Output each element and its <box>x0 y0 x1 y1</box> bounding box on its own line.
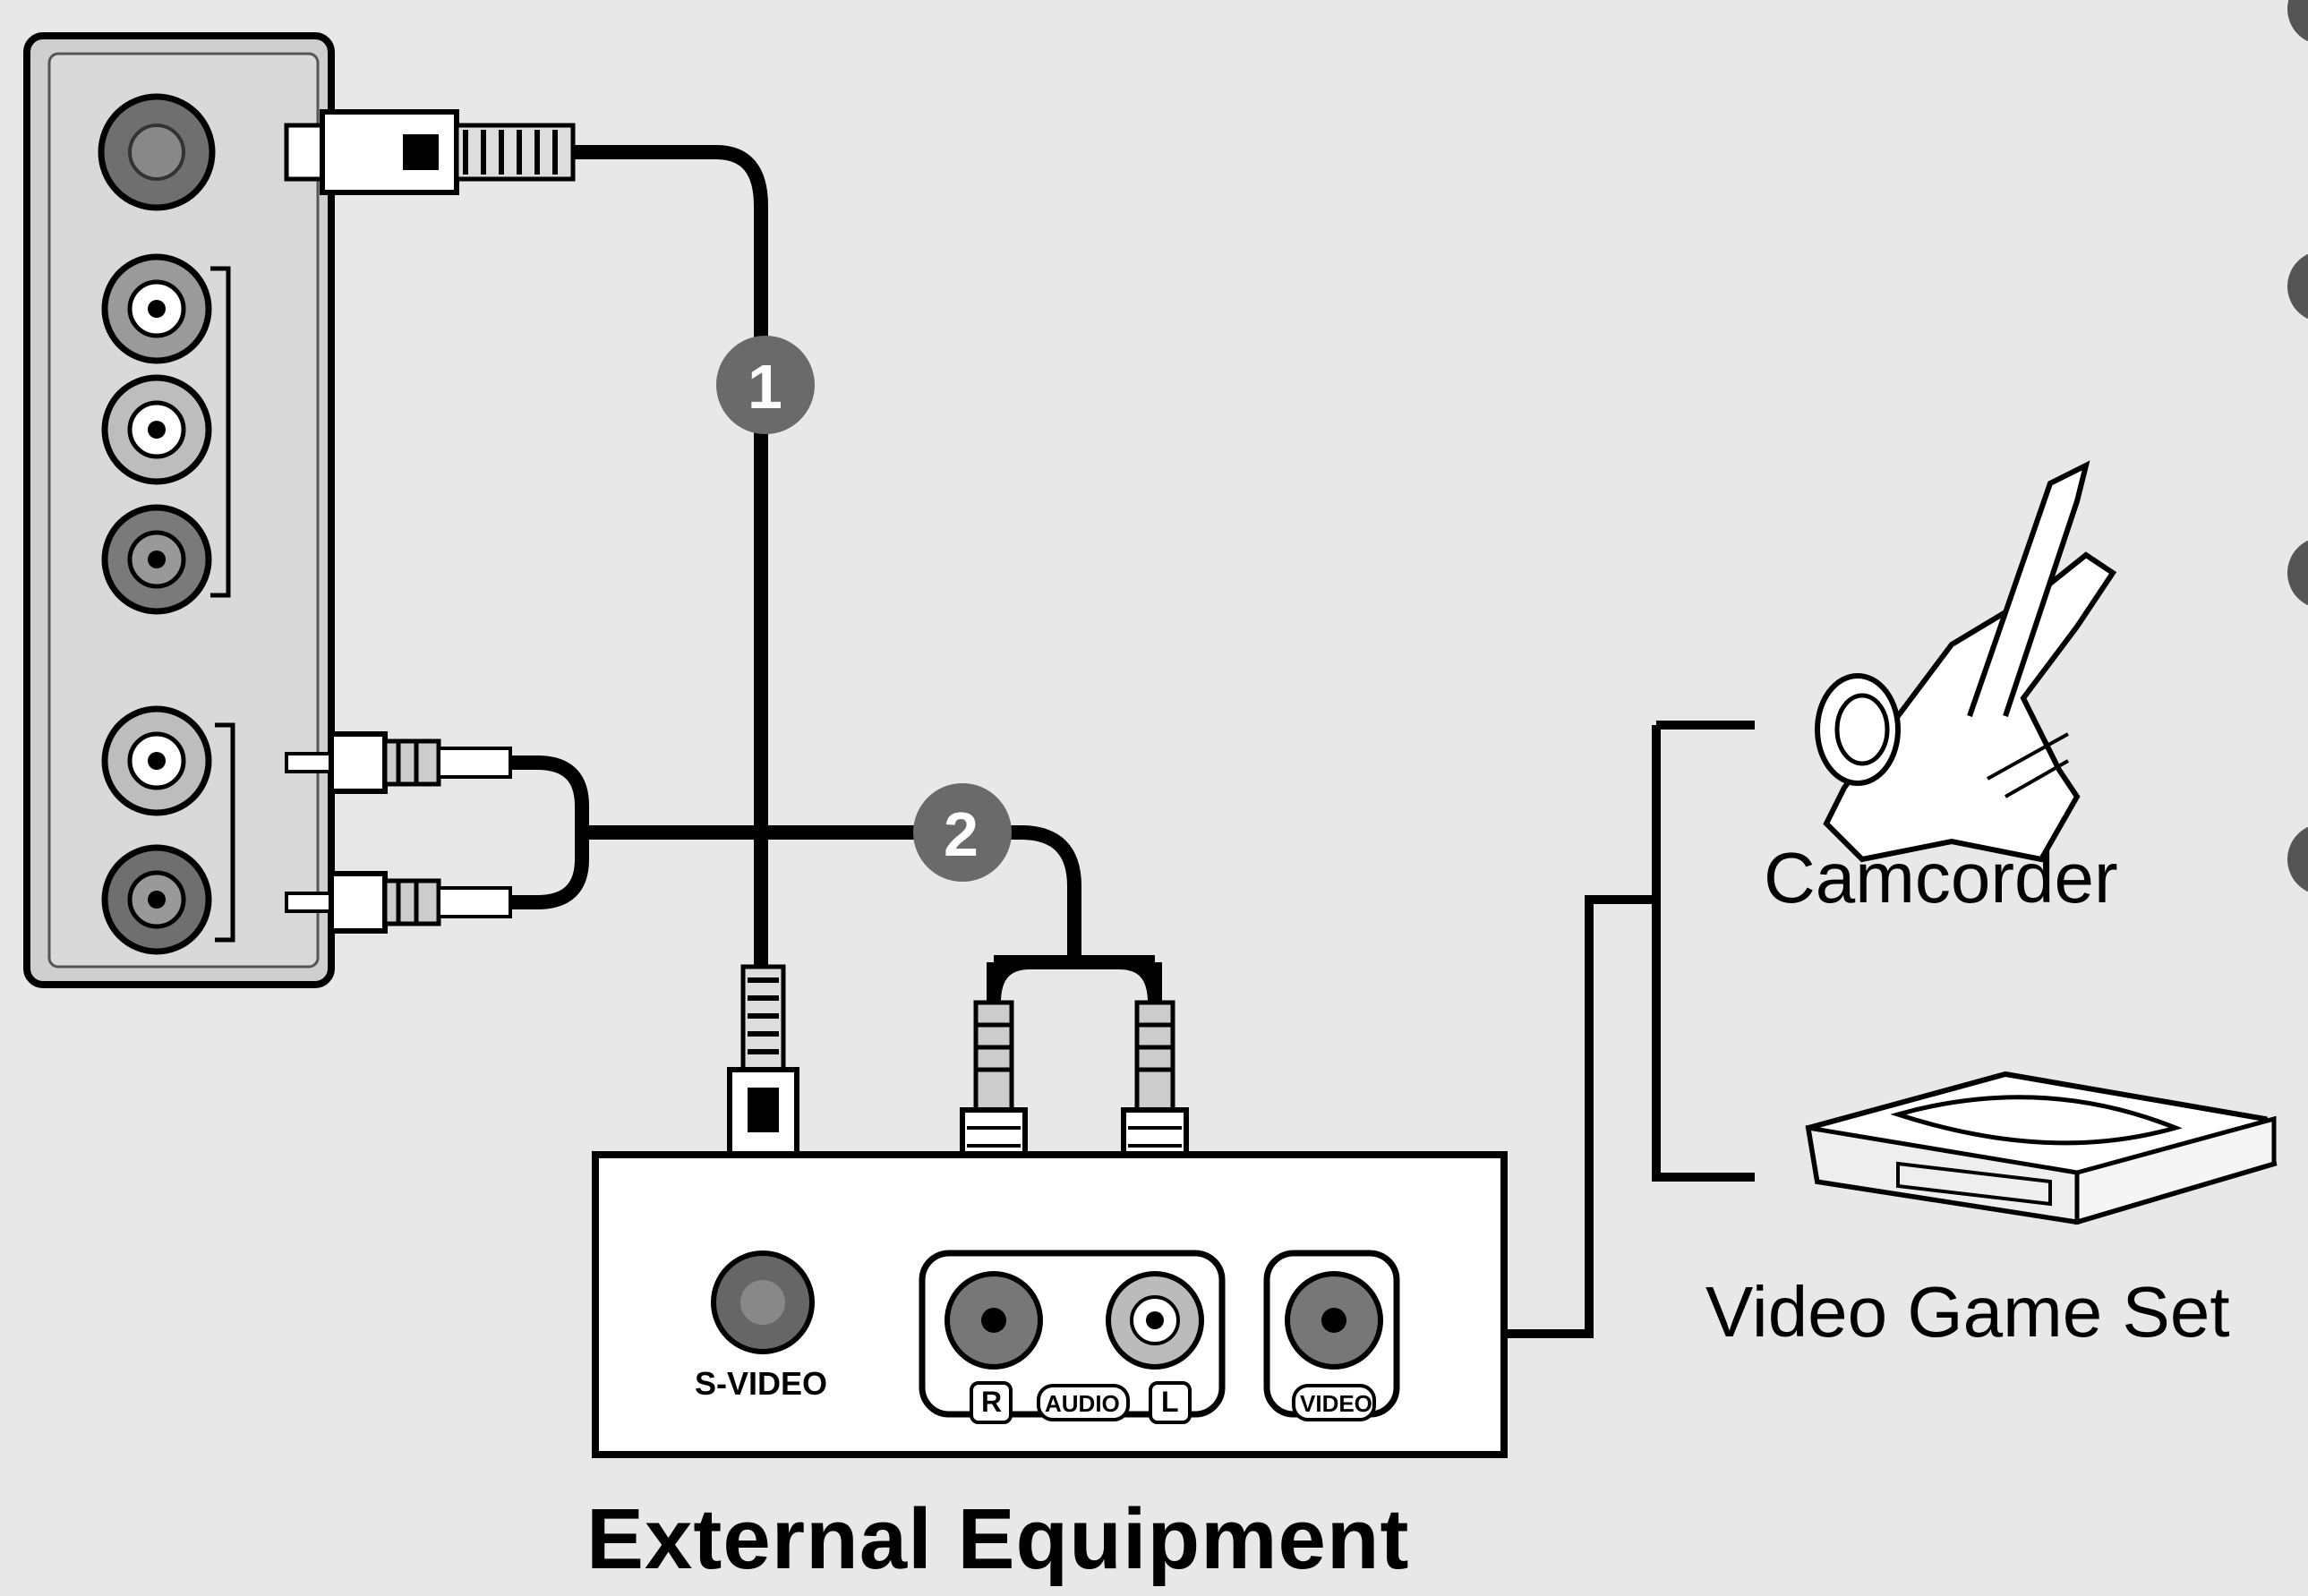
device-bracket <box>1504 721 1755 1338</box>
panel-component-jacks <box>101 253 231 615</box>
partial-step-markers <box>2287 0 2308 892</box>
audio-plugs-top <box>285 731 512 934</box>
s-video-cable <box>573 145 768 976</box>
callout-1-marker <box>716 336 815 434</box>
callout-2-number: 2 <box>944 799 979 869</box>
callout-1-number: 1 <box>748 352 782 422</box>
s-video-plug-top <box>284 109 576 195</box>
video-game-set-illustration <box>1805 1071 2278 1225</box>
s-video-label: S-VIDEO <box>695 1365 828 1402</box>
panel-s-video-jack <box>98 93 216 211</box>
callout-2-marker <box>913 783 1012 882</box>
video-game-set-label: Video Game Set <box>1705 1272 2230 1352</box>
external-equipment-title: External Equipment <box>586 1491 1410 1587</box>
audio-r-label: R <box>981 1386 1003 1418</box>
external-equipment-box <box>592 1151 1508 1458</box>
camcorder-label: Camcorder <box>1764 838 2118 917</box>
camcorder-illustration <box>1815 460 2117 863</box>
video-label: VIDEO <box>1300 1390 1372 1417</box>
audio-label: AUDIO <box>1045 1390 1120 1417</box>
audio-l-label: L <box>1161 1386 1179 1418</box>
panel-audio-jacks <box>101 705 235 955</box>
